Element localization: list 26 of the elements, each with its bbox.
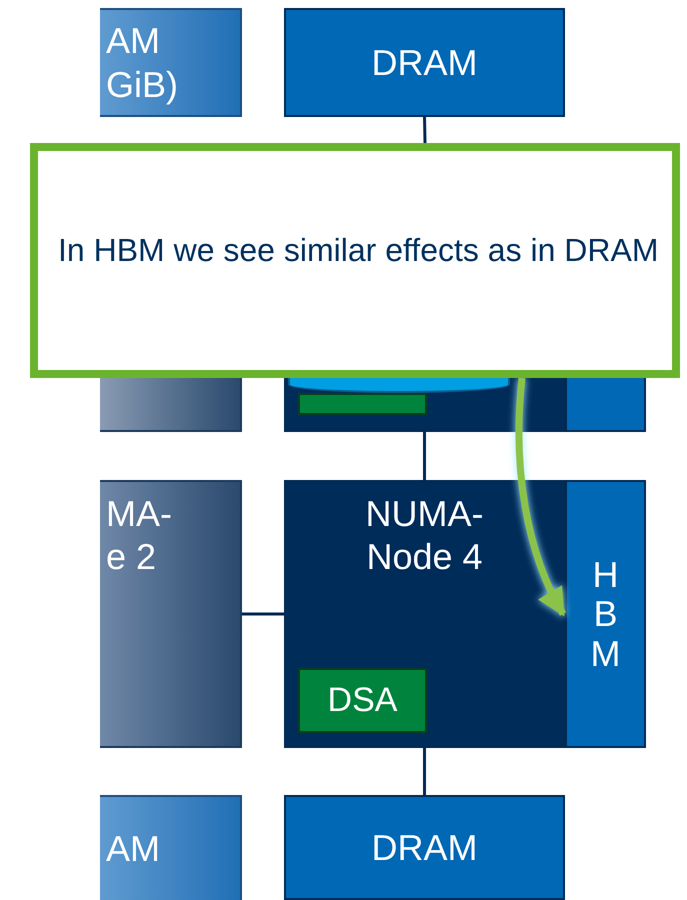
memory-box [100,8,242,117]
memory-box [100,795,242,900]
memory-box [284,8,565,117]
node-label: DSA [328,680,398,721]
node-label: NUMA- Node 4 [364,492,484,578]
node-box [100,480,242,748]
memory-box [284,795,565,900]
node-box [284,480,565,748]
memory-bar [565,378,646,432]
accelerator-box [298,393,427,415]
node-box [284,378,565,432]
node-label: MA- e 2 [106,492,173,578]
node-label: AM GiB) [106,19,179,106]
accelerator-box [298,668,427,733]
node-label: DRAM [372,826,478,870]
node-box [100,378,242,432]
connector-line [423,116,426,144]
node-label: DRAM [372,40,478,84]
node-label: In HBM we see similar effects as in DRAM [58,230,658,270]
connector-line [242,612,284,616]
connector-line [423,748,426,795]
memory-bar [565,480,646,748]
node-label: AM [106,826,160,870]
node-label: HBM [590,554,622,674]
connector-line [423,432,426,480]
callout-box [30,143,680,378]
